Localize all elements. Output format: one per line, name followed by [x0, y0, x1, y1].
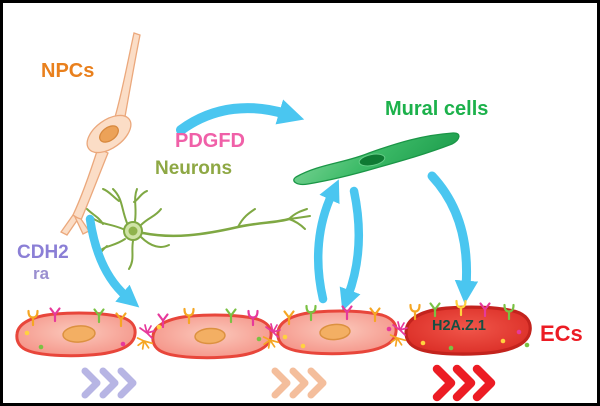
endothelial-cells — [15, 305, 532, 360]
neuron-nucleus — [128, 226, 138, 236]
flow-chevrons-right — [432, 364, 496, 402]
signal-arrows — [85, 99, 479, 312]
chevron-arrow-icon — [472, 364, 496, 402]
pdgfd-label: PDGFD — [175, 130, 245, 152]
chevron-arrow-icon — [307, 367, 327, 399]
cdh2-partial-label: ra — [33, 264, 50, 283]
flow-chevrons-left — [81, 367, 137, 399]
chevron-arrow-icon — [99, 367, 119, 399]
chevron-arrow-icon — [452, 364, 476, 402]
flow-chevrons-middle — [271, 367, 327, 399]
chevron-arrow-icon — [289, 367, 309, 399]
neuron-cell — [86, 188, 311, 270]
npc-cell — [60, 32, 141, 236]
ec-nucleus — [62, 325, 96, 343]
diagram-art — [15, 32, 532, 402]
mural-nucleus — [358, 153, 386, 167]
chevron-arrow-icon — [271, 367, 291, 399]
arrow-ec-to-mural — [313, 179, 340, 304]
npc-nucleus — [99, 125, 119, 143]
arrow-mural-to-ec — [339, 186, 364, 312]
h2az1-label: H2A.Z.1 — [432, 318, 486, 334]
arrow-mural-to-ec-right — [427, 171, 479, 305]
chevron-arrow-icon — [432, 364, 456, 402]
vesicle-dots — [24, 324, 530, 351]
arrow-pdgfd-to-mural — [176, 99, 305, 135]
ec-nucleus — [319, 323, 351, 341]
chevron-arrow-icon — [81, 367, 101, 399]
chevron-arrow-icon — [117, 367, 137, 399]
cdh2-label: CDH2 — [17, 242, 69, 263]
ecs-label: ECs — [540, 321, 583, 346]
mural-cells-label: Mural cells — [385, 98, 489, 120]
arrow-npc-to-ec — [85, 214, 140, 308]
ec-nucleus — [194, 327, 226, 345]
npcs-label: NPCs — [41, 60, 95, 82]
mural-cell — [293, 132, 460, 186]
neurons-label: Neurons — [155, 158, 233, 179]
